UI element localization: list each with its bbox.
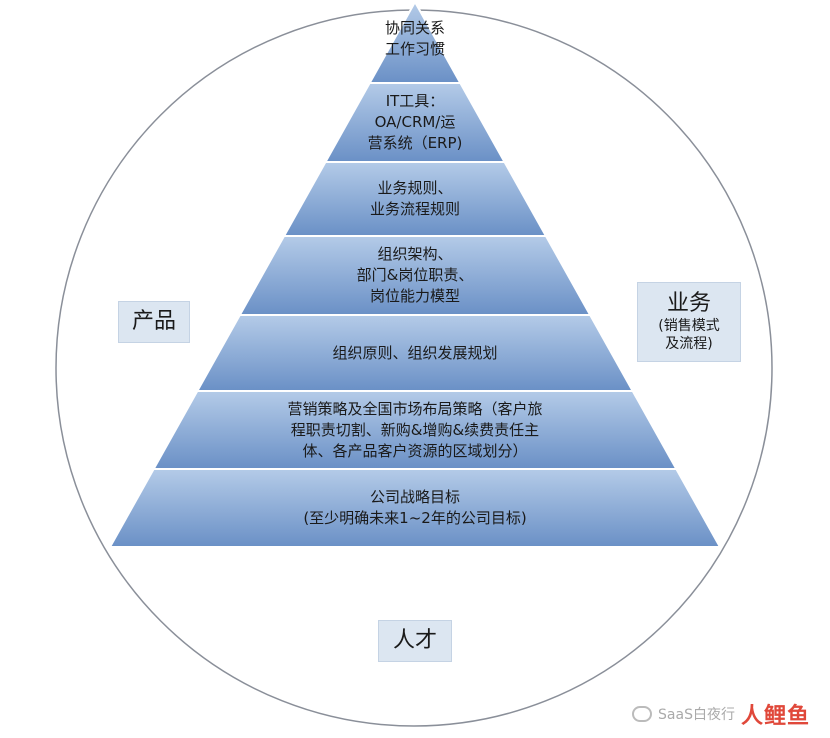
watermark-logo: 人鲤鱼 bbox=[740, 704, 810, 729]
pyramid-layer-3-text: 业务规则、业务流程规则 bbox=[284, 162, 546, 236]
pyramid-layer-2-line: 营系统（ERP) bbox=[367, 134, 463, 152]
pyramid-layer-1-text: 协同关系工作习惯 bbox=[345, 2, 485, 83]
pyramid-layer-7-text: 公司战略目标 (至少明确未来1~2年的公司目标) bbox=[110, 469, 720, 547]
pyramid-layer-5-text: 组织原则、组织发展规划 bbox=[197, 315, 632, 391]
pyramid-layer-4-line: 岗位能力模型 bbox=[369, 287, 460, 305]
pyramid-layer-1-line: 协同关系 bbox=[384, 19, 445, 37]
pyramid-layer-6-line: 营销策略及全国市场布局策略（客户旅 bbox=[287, 399, 543, 418]
product-label: 产品 bbox=[131, 309, 176, 334]
pyramid-layer-1-line: 工作习惯 bbox=[384, 40, 445, 58]
pyramid-layer-5-line: 组织原则、组织发展规划 bbox=[332, 343, 498, 362]
pyramid-layer-7-line: 公司战略目标 bbox=[369, 488, 460, 506]
talent-label-box: 人才 bbox=[378, 620, 452, 662]
business-subtitle-line2: 及流程) bbox=[665, 336, 713, 352]
pyramid-layer-3-line: 业务流程规则 bbox=[369, 200, 460, 218]
chat-bubble-icon bbox=[632, 706, 653, 722]
product-label-box: 产品 bbox=[118, 301, 190, 343]
pyramid-layer-4-line: 组织架构、 bbox=[377, 245, 453, 263]
pyramid-layer-2-line: IT工具： bbox=[385, 92, 445, 110]
pyramid-layer-6-line: 体、各产品客户资源的区域划分） bbox=[302, 441, 528, 460]
pyramid-layer-3-line: 业务规则、 bbox=[377, 179, 453, 197]
pyramid-layers bbox=[108, 0, 722, 548]
pyramid-layer-6-text: 营销策略及全国市场布局策略（客户旅程职责切割、新购&增购&续费责任主体、各产品客… bbox=[154, 391, 677, 469]
business-title: 业务 bbox=[666, 291, 711, 316]
pyramid-layer-6-line: 程职责切割、新购&增购&续费责任主 bbox=[290, 420, 540, 439]
pyramid-layer-7 bbox=[108, 468, 722, 548]
business-subtitle-line1: (销售模式 bbox=[658, 318, 720, 334]
pyramid-layer-4-text: 组织架构、部门&岗位职责、岗位能力模型 bbox=[240, 236, 590, 315]
watermark: SaaS白夜行 人鲤鱼 bbox=[632, 698, 810, 730]
pyramid-layer-2-line: OA/CRM/运 bbox=[374, 113, 456, 131]
pyramid-layer-7-line: (至少明确未来1~2年的公司目标) bbox=[303, 509, 527, 527]
business-label-box: 业务 (销售模式 及流程) bbox=[637, 282, 741, 362]
pyramid-layer-2-text: IT工具： OA/CRM/运营系统（ERP) bbox=[325, 83, 504, 162]
watermark-account: SaaS白夜行 bbox=[658, 707, 735, 723]
pyramid-layer-4-line: 部门&岗位职责、 bbox=[356, 266, 474, 284]
talent-label: 人才 bbox=[392, 628, 437, 653]
